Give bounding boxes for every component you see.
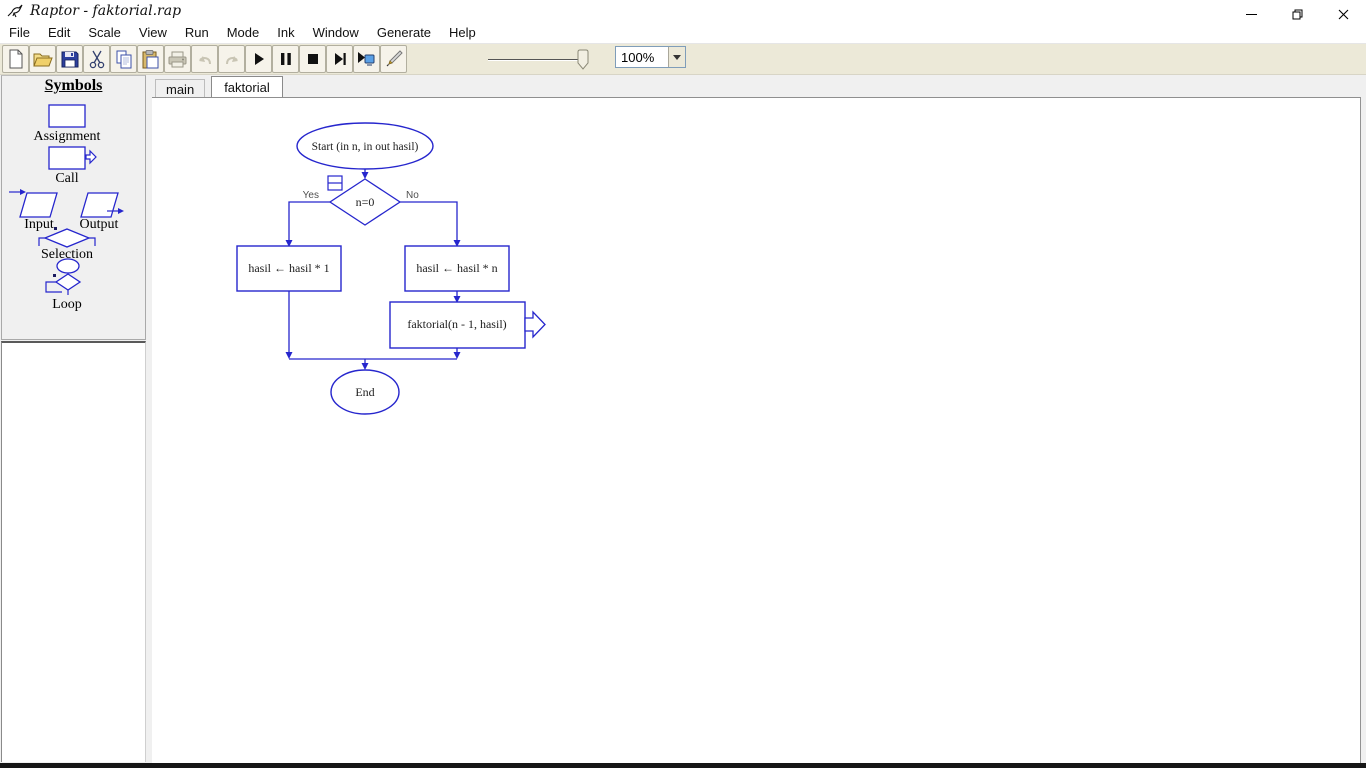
symbol-selection[interactable]: Selection [38, 227, 96, 262]
paste-clipboard-icon [142, 49, 159, 68]
menu-generate[interactable]: Generate [376, 25, 432, 40]
pause-button[interactable] [272, 45, 299, 73]
flowchart: Start (in n, in out hasil) n=0 Yes No [236, 122, 546, 415]
chevron-down-icon [673, 54, 681, 60]
new-page-icon [9, 49, 22, 69]
call-shape[interactable]: faktorial(n - 1, hasil) [389, 301, 546, 349]
raptor-logo-icon [7, 4, 23, 18]
step-to-next-icon [334, 53, 346, 65]
paste-button[interactable] [137, 45, 164, 73]
copy-pages-icon [116, 50, 131, 68]
copy-button[interactable] [110, 45, 137, 73]
collapse-toggle-icon[interactable] [327, 175, 343, 191]
tab-faktorial[interactable]: faktorial [211, 76, 283, 97]
open-button[interactable] [29, 45, 56, 73]
toolbar: 100% [0, 44, 1366, 75]
save-floppy-icon [61, 51, 78, 68]
no-label: No [406, 190, 419, 201]
menubar: File Edit Scale View Run Mode Ink Window… [0, 22, 1366, 44]
yes-label: Yes [303, 190, 319, 201]
play-icon [254, 53, 264, 65]
svg-text:Input: Input [24, 217, 54, 232]
print-button[interactable] [164, 45, 191, 73]
zoom-combobox[interactable]: 100% [615, 46, 686, 68]
menu-file[interactable]: File [9, 25, 30, 40]
step-button[interactable] [326, 45, 353, 73]
print-printer-icon [168, 51, 187, 67]
menu-view[interactable]: View [138, 25, 167, 40]
connector-no [400, 201, 458, 242]
window-title: Raptor - faktorial.rap [30, 3, 182, 19]
svg-text:faktorial(n - 1, hasil): faktorial(n - 1, hasil) [407, 317, 506, 331]
slider-track[interactable] [488, 59, 584, 60]
svg-text:Loop: Loop [52, 297, 82, 312]
zoom-value: 100% [621, 50, 655, 65]
stop-icon [307, 54, 318, 64]
menu-run[interactable]: Run [184, 25, 209, 40]
open-folder-icon [33, 53, 53, 67]
menu-help[interactable]: Help [449, 25, 476, 40]
watch-panel [1, 341, 146, 762]
run-to-end-button[interactable] [353, 45, 380, 73]
symbol-input[interactable]: Input [9, 189, 58, 232]
start-shape[interactable]: Start (in n, in out hasil) [296, 122, 434, 170]
minimize-icon [1245, 13, 1257, 15]
new-button[interactable] [2, 45, 29, 73]
symbol-loop[interactable]: Loop [45, 258, 82, 312]
slider-thumb[interactable] [577, 49, 589, 75]
menu-window[interactable]: Window [312, 25, 359, 40]
stop-button[interactable] [299, 45, 326, 73]
undo-button[interactable] [191, 45, 218, 73]
svg-text:Call: Call [55, 171, 78, 186]
flowchart-canvas: Start (in n, in out hasil) n=0 Yes No [152, 97, 1361, 763]
ink-pen-button[interactable] [380, 45, 407, 73]
redo-arrow-icon [225, 56, 238, 65]
svg-text:Selection: Selection [41, 247, 93, 262]
menu-mode[interactable]: Mode [226, 25, 260, 40]
symbol-call[interactable]: Call [48, 146, 97, 186]
zoom-dropdown-button[interactable] [668, 47, 685, 67]
save-button[interactable] [56, 45, 83, 73]
symbol-assignment[interactable]: Assignment [34, 104, 101, 144]
symbol-output[interactable]: Output [80, 192, 124, 232]
symbols-panel: Symbols Assignment Call Input [1, 75, 146, 340]
arrowheads [285, 172, 461, 370]
main-area: main faktorial [152, 75, 1366, 763]
ink-pen-icon [386, 50, 403, 67]
symbols-shapes: Assignment Call Input Output [9, 104, 124, 312]
close-icon [1338, 9, 1348, 19]
end-shape[interactable]: End [330, 369, 400, 415]
menu-ink[interactable]: Ink [277, 25, 295, 40]
svg-text:hasil ← hasil * 1: hasil ← hasil * 1 [248, 261, 329, 275]
svg-text:Assignment: Assignment [34, 129, 101, 144]
connector-yes [288, 201, 330, 242]
svg-text:End: End [355, 385, 374, 399]
restore-icon [1292, 9, 1302, 19]
play-button[interactable] [245, 45, 272, 73]
call-arrow-icon [524, 310, 546, 339]
assignment-right-shape[interactable]: hasil ← hasil * n [404, 245, 510, 292]
symbols-title: Symbols [44, 77, 103, 94]
svg-text:Start (in n, in out hasil): Start (in n, in out hasil) [312, 141, 419, 153]
redo-button[interactable] [218, 45, 245, 73]
tab-strip: main faktorial [152, 75, 1366, 97]
run-to-end-icon [358, 51, 375, 66]
cut-scissors-icon [89, 50, 104, 68]
decision-shape[interactable]: n=0 [328, 178, 402, 226]
menu-scale[interactable]: Scale [88, 25, 121, 40]
cut-button[interactable] [83, 45, 110, 73]
tab-main[interactable]: main [155, 79, 206, 97]
undo-arrow-icon [198, 56, 211, 65]
menu-edit[interactable]: Edit [47, 25, 71, 40]
svg-text:n=0: n=0 [356, 195, 375, 209]
speed-slider[interactable] [480, 46, 602, 72]
svg-text:hasil ← hasil * n: hasil ← hasil * n [416, 261, 497, 275]
left-column: Symbols Assignment Call Input [0, 75, 152, 763]
pause-icon [280, 53, 291, 65]
window-bottom-edge [0, 763, 1366, 768]
titlebar: Raptor - faktorial.rap [0, 0, 1366, 28]
assignment-left-shape[interactable]: hasil ← hasil * 1 [236, 245, 342, 292]
svg-text:Output: Output [80, 217, 119, 232]
